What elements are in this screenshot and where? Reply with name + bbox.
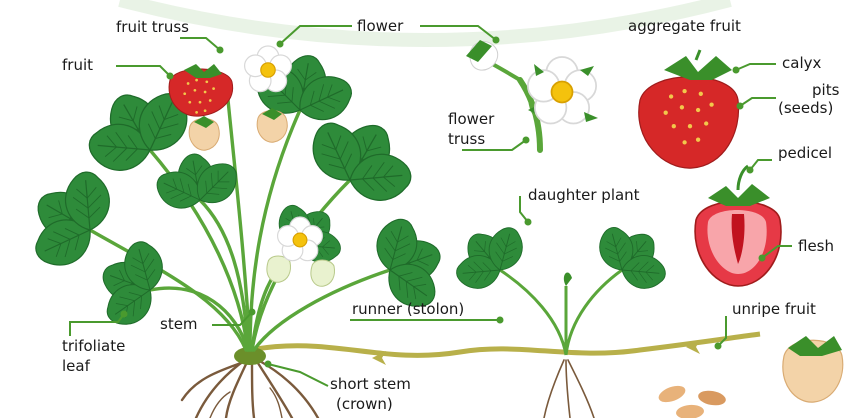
label-pits: pits — [812, 81, 840, 99]
flower-truss-illustration — [466, 40, 598, 150]
aggregate-fruit-illustration — [639, 50, 739, 168]
leaves — [10, 46, 458, 343]
daughter-plant-illustration — [438, 208, 685, 418]
label-short-stem: short stem — [330, 375, 411, 393]
label-flower: flower — [357, 17, 404, 35]
label-flesh: flesh — [798, 237, 834, 255]
label-flower-truss-line1: flower — [448, 110, 495, 128]
label-stem: stem — [160, 315, 198, 333]
roots — [182, 360, 318, 418]
seeds-detail — [656, 383, 727, 418]
unripe-fruit-illustration — [783, 336, 843, 402]
label-runner-stolon: runner (stolon) — [352, 300, 464, 318]
label-unripe-fruit: unripe fruit — [732, 300, 816, 318]
plant-flower — [245, 46, 292, 92]
runner-stolon — [250, 334, 760, 355]
label-calyx: calyx — [782, 54, 821, 72]
label-pits-seeds: (seeds) — [778, 99, 833, 117]
label-fruit: fruit — [62, 56, 93, 74]
label-trifoliate-leaf: leaf — [62, 357, 91, 375]
ripe-fruit — [169, 64, 233, 116]
label-pedicel: pedicel — [778, 144, 832, 162]
halved-strawberry-illustration — [695, 166, 781, 286]
label-flower-truss-line2: truss — [448, 130, 485, 148]
label-short-stem-crown: (crown) — [336, 395, 393, 413]
label-daughter-plant: daughter plant — [528, 186, 640, 204]
label-trifoliate: trifoliate — [62, 337, 125, 355]
label-aggregate-fruit: aggregate fruit — [628, 17, 741, 35]
label-fruit-truss: fruit truss — [116, 18, 189, 36]
